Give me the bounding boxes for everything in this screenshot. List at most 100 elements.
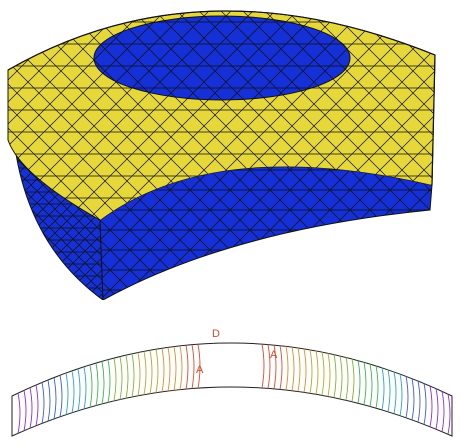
mesh-edge [319,10,435,220]
contour-line [351,358,355,402]
mesh-edge [8,10,177,220]
contour-label-d: D [212,328,220,340]
contour-line [381,367,385,410]
contour-line [113,358,117,402]
mesh-edge [8,70,103,300]
contour-line [345,357,349,401]
contour-line [149,350,153,394]
contour-line [291,346,295,391]
contour-line [161,348,165,393]
contour-line [35,384,39,426]
contour-line [89,364,93,408]
contour-line [405,376,409,418]
mesh-edge [341,10,435,220]
contour-line [447,394,451,435]
contour-line [41,382,45,424]
contour-line [101,361,105,405]
contour-line [107,359,111,403]
contour-line [77,368,81,412]
mesh-edge [33,10,265,220]
contour-line [47,379,51,422]
contour-line [273,344,277,389]
contour-line [191,344,195,389]
contour-line [303,348,307,393]
contour-line [399,373,403,416]
mesh-edge [37,70,103,300]
contour-line [411,378,415,420]
contour-line [357,360,361,404]
mesh-edge [8,70,103,300]
contour-line [441,391,445,432]
contour-line [167,347,171,392]
contour-line [155,349,159,393]
contour-line [95,363,99,406]
mesh-edge [429,10,435,220]
mesh-edge [8,70,103,300]
mesh-edge [49,70,103,300]
mesh-edge [429,166,432,300]
contour-line [321,351,325,396]
contour-line [137,352,141,397]
contour-line [423,383,427,425]
contour-line [173,346,177,391]
mesh-edge [429,166,432,300]
contour-line [339,355,343,399]
mesh-edge [8,10,133,220]
fem-mesh-3d [7,0,461,300]
mesh-edge [100,166,251,300]
arch-outline [11,342,453,437]
contour-line [393,371,397,414]
contour-line [53,377,57,420]
contour-line [125,355,129,399]
contour-line [59,375,63,418]
mesh-edge [109,166,291,300]
contour-line [23,390,27,431]
contour-label-a-right: A [270,349,278,361]
contour-arch: D A A [11,328,453,437]
contour-line [261,343,265,388]
contour-line [29,387,33,429]
mesh-edge [100,166,231,300]
contour-line [197,344,201,389]
mesh-edge [8,10,155,220]
contour-line [285,346,289,391]
contour-line [131,353,135,398]
mesh-edge [55,10,287,220]
contour-line [71,370,75,414]
contour-line [185,345,189,390]
contour-line [309,349,313,394]
contour-line [179,345,183,390]
contour-label-a-center: A [196,364,204,376]
contour-line [369,363,373,407]
contour-line [119,356,123,400]
mesh-edge [8,10,111,220]
contour-lines [17,343,451,435]
contour-line [327,353,331,397]
mesh-edge [100,166,211,300]
contour-line [387,369,391,412]
mesh-edge [8,70,103,300]
contour-line [267,344,271,389]
mesh-edge [452,0,461,230]
mesh-edge [100,166,271,300]
mesh-edge [77,10,309,220]
contour-line [143,351,147,395]
contour-line [297,347,301,392]
contour-line [429,385,433,427]
contour-line [333,354,337,398]
mesh-edge [99,10,331,220]
contour-line [435,388,439,430]
contour-line [83,366,87,410]
contour-line [65,373,69,415]
mesh-edge [452,0,461,230]
contour-line [363,361,367,405]
mesh-edge [429,10,435,220]
contour-line [417,380,421,423]
contour-line [315,350,319,395]
contour-line [279,345,283,390]
mesh-edge [8,10,199,220]
contour-line [17,393,21,434]
contour-line [375,365,379,409]
mesh-yellow-band-front [100,159,432,220]
